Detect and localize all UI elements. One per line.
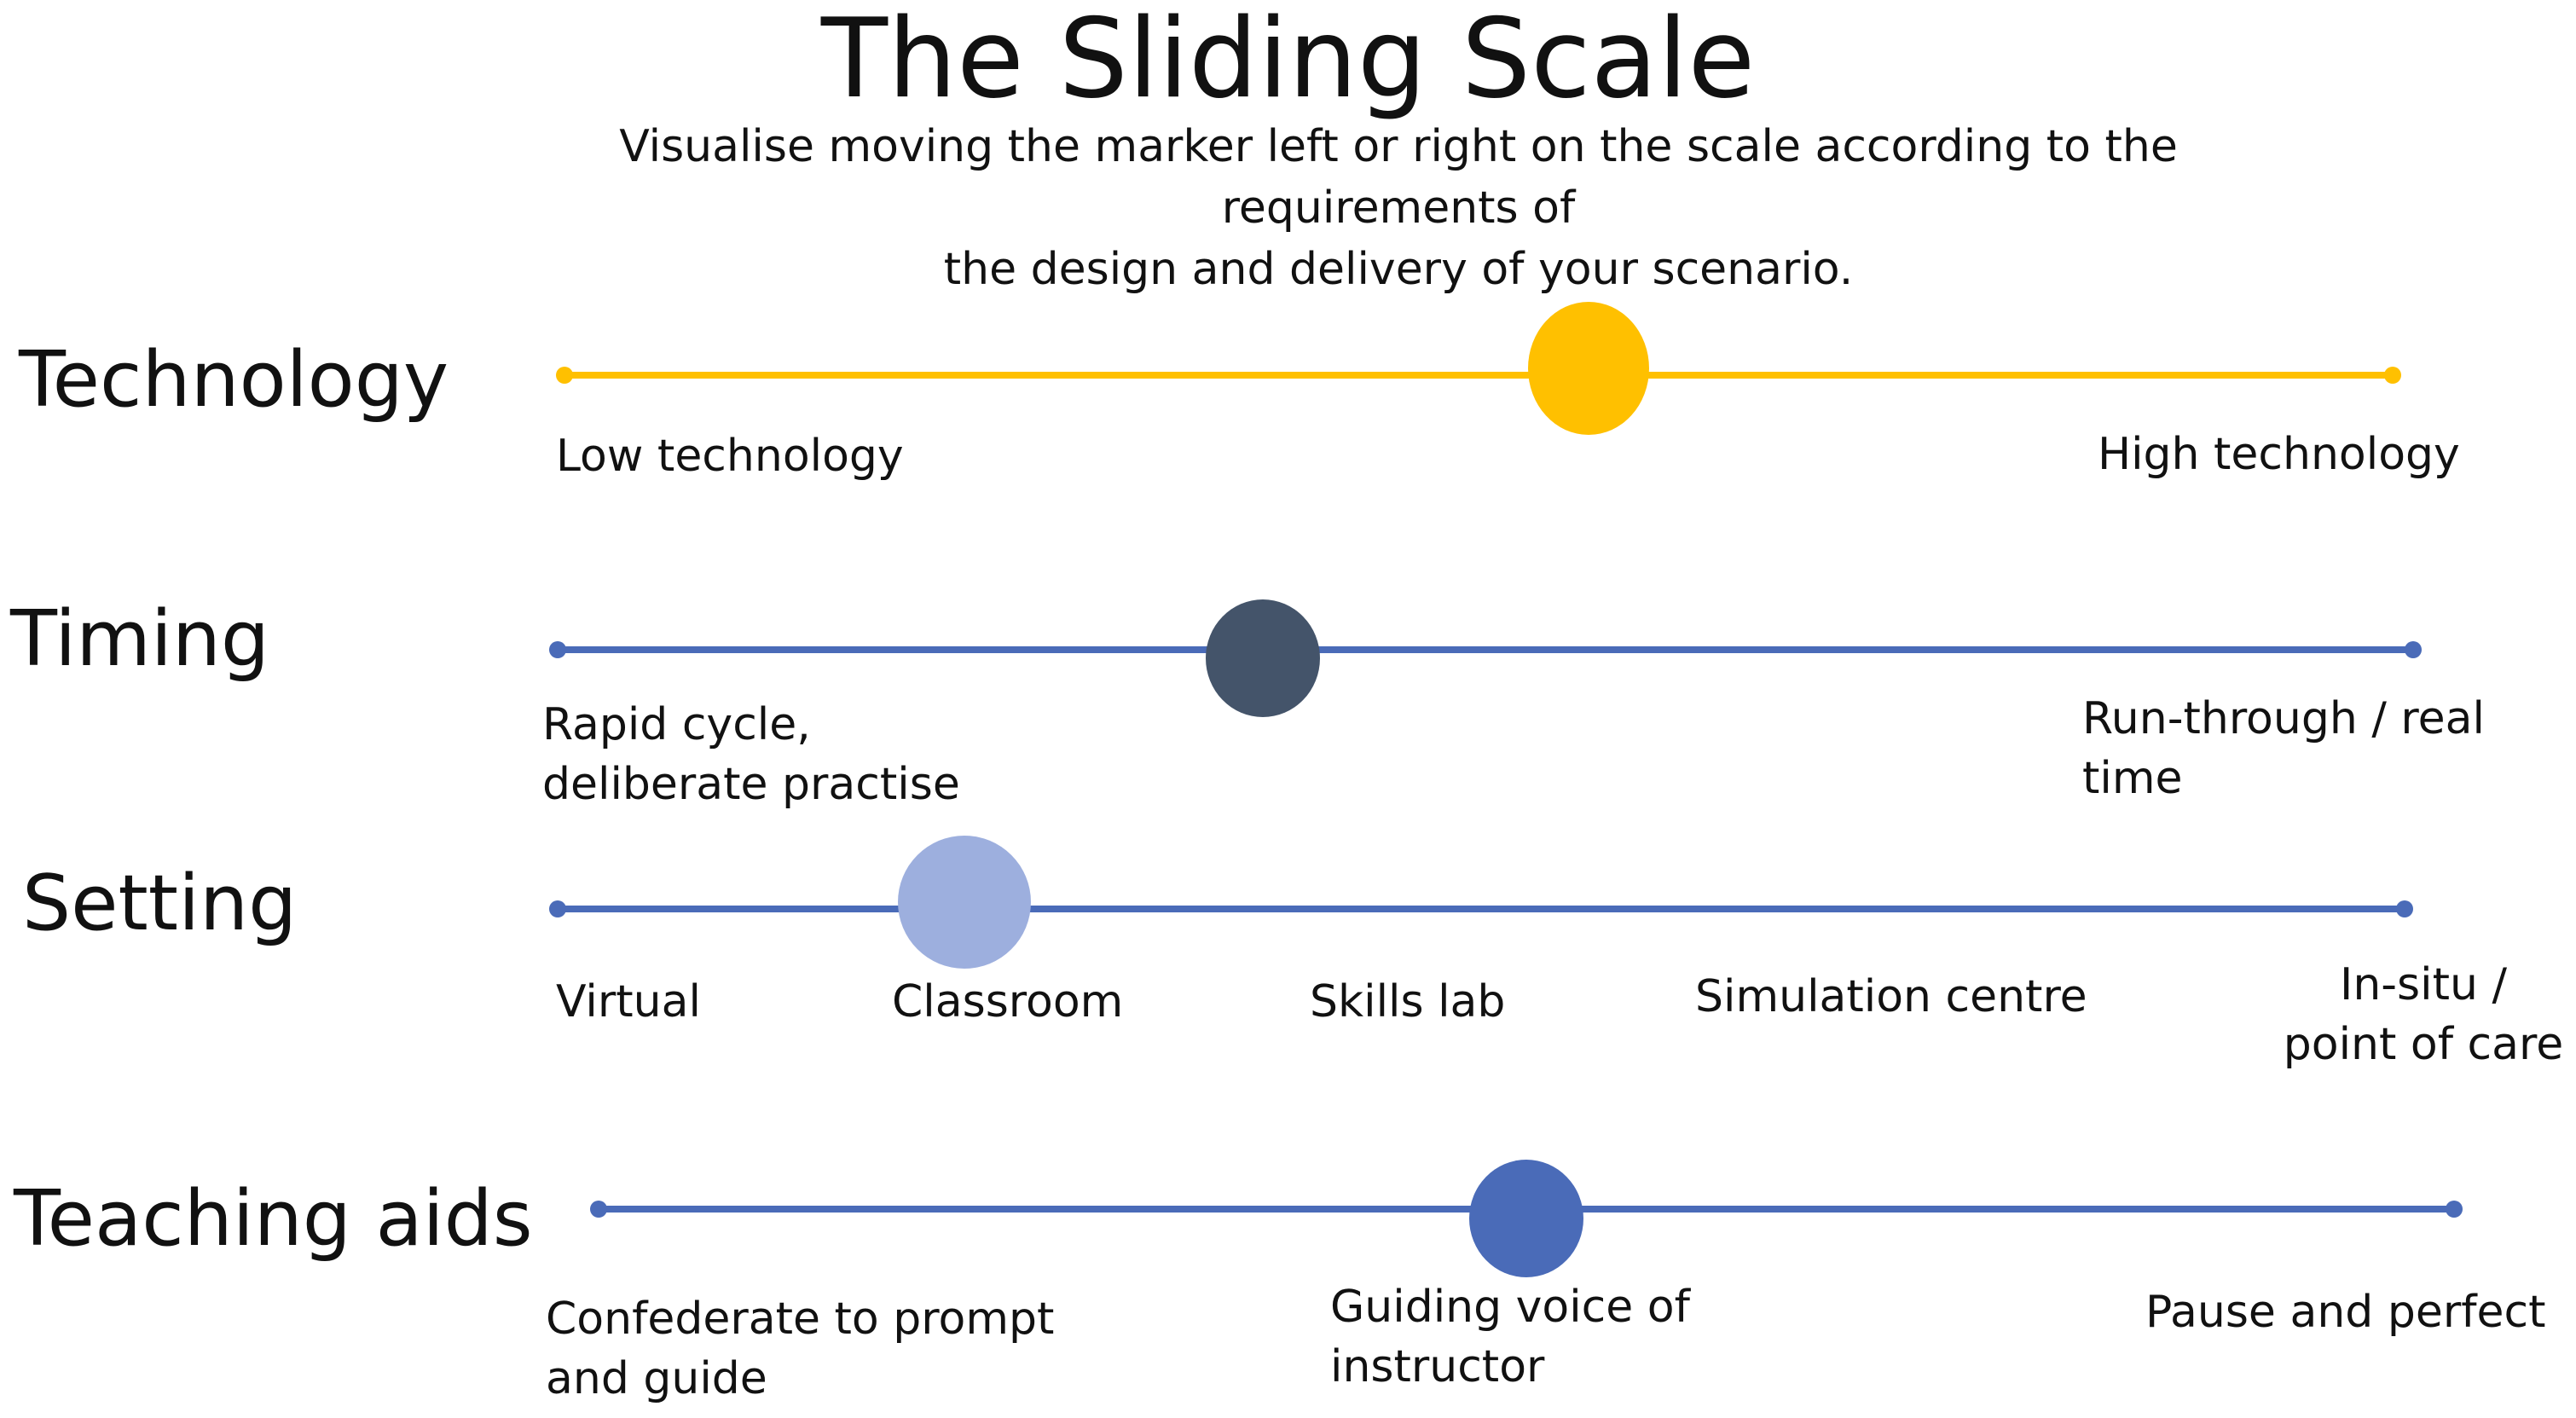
teaching-aids-left-endpoint: [590, 1201, 607, 1218]
timing-stop-run-through: Run-through / real time: [2082, 689, 2485, 808]
timing-slider-marker[interactable]: [1205, 599, 1320, 717]
setting-label: Setting: [22, 859, 298, 948]
setting-slider-marker[interactable]: [897, 836, 1031, 969]
teaching-aids-stop-guiding-voice-line-2: instructor: [1330, 1341, 1545, 1392]
page-title: The Sliding Scale: [820, 0, 1756, 123]
setting-stop-virtual: Virtual: [556, 976, 701, 1027]
setting-stop-skills-lab: Skills lab: [1310, 976, 1506, 1027]
timing-right-endpoint: [2405, 641, 2422, 658]
timing-track[interactable]: [558, 646, 2413, 653]
setting-stop-classroom: Classroom: [892, 976, 1124, 1027]
setting-track[interactable]: [558, 906, 2405, 912]
timing-left-endpoint: [549, 641, 566, 658]
teaching-aids-stop-confederate: Confederate to prompt and guide: [546, 1289, 1054, 1409]
timing-stop-run-through-line-1: Run-through / real: [2082, 693, 2485, 744]
page-subtitle: Visualise moving the marker left or righ…: [478, 116, 2319, 300]
setting-stop-in-situ-line-1: In-situ /: [2340, 959, 2507, 1010]
setting-stop-simulation-centre: Simulation centre: [1695, 971, 2087, 1022]
teaching-aids-label: Teaching aids: [14, 1174, 533, 1264]
timing-stop-rapid-cycle-line-1: Rapid cycle,: [542, 699, 811, 750]
setting-left-endpoint: [549, 900, 566, 917]
technology-stop-high: High technology: [2098, 429, 2460, 480]
technology-left-endpoint: [556, 367, 573, 384]
teaching-aids-stop-confederate-line-2: and guide: [546, 1353, 767, 1404]
timing-label: Timing: [10, 594, 270, 684]
timing-stop-run-through-line-2: time: [2082, 753, 2183, 804]
technology-stop-low: Low technology: [556, 431, 904, 482]
technology-right-endpoint: [2384, 367, 2401, 384]
teaching-aids-right-endpoint: [2446, 1201, 2463, 1218]
teaching-aids-stop-pause-and-perfect: Pause and perfect: [2145, 1287, 2546, 1338]
teaching-aids-stop-confederate-line-1: Confederate to prompt: [546, 1294, 1055, 1345]
technology-slider-marker[interactable]: [1527, 302, 1649, 435]
timing-stop-rapid-cycle: Rapid cycle, deliberate practise: [542, 695, 960, 814]
setting-stop-in-situ: In-situ / point of care: [2278, 955, 2568, 1074]
teaching-aids-stop-guiding-voice-line-1: Guiding voice of: [1330, 1282, 1690, 1333]
teaching-aids-stop-guiding-voice: Guiding voice of instructor: [1330, 1277, 1690, 1397]
timing-stop-rapid-cycle-line-2: deliberate practise: [542, 759, 960, 810]
technology-track[interactable]: [564, 372, 2393, 379]
technology-label: Technology: [19, 335, 449, 425]
subtitle-line-1: Visualise moving the marker left or righ…: [619, 121, 2178, 234]
setting-right-endpoint: [2396, 900, 2413, 917]
subtitle-line-2: the design and delivery of your scenario…: [943, 244, 1854, 295]
teaching-aids-slider-marker[interactable]: [1469, 1160, 1583, 1277]
setting-stop-in-situ-line-2: point of care: [2283, 1019, 2564, 1070]
